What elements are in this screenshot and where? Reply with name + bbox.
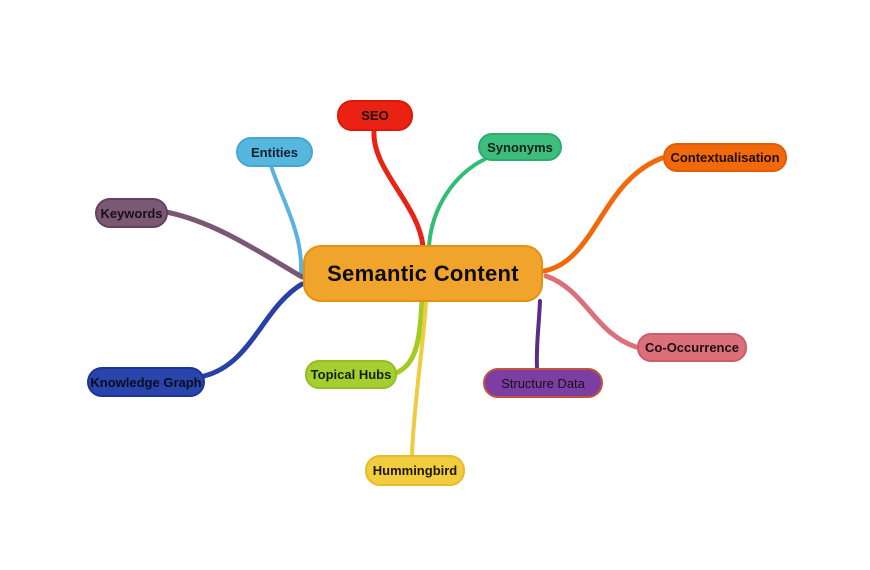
edge-co-occurrence	[543, 273, 639, 350]
node-label: Hummingbird	[372, 463, 458, 478]
node-hummingbird[interactable]: Hummingbird	[365, 455, 465, 486]
node-semantic-content[interactable]: Semantic Content	[303, 245, 543, 302]
node-label: SEO	[361, 108, 389, 123]
edge-seo	[371, 128, 426, 249]
node-structure-data[interactable]: Structure Data	[483, 368, 603, 398]
node-co-occurrence[interactable]: Co-Occurrence	[637, 333, 747, 362]
node-topical-hubs[interactable]: Topical Hubs	[305, 360, 397, 389]
node-knowledge-graph[interactable]: Knowledge Graph	[87, 367, 205, 397]
node-label: Keywords	[100, 205, 163, 221]
node-label: Structure Data	[501, 375, 585, 391]
node-synonyms[interactable]: Synonyms	[478, 133, 562, 161]
node-label: Synonyms	[487, 139, 553, 155]
node-label: Contextualisation	[670, 150, 780, 165]
node-entities[interactable]: Entities	[236, 137, 313, 167]
edge-hummingbird	[410, 299, 428, 456]
node-keywords[interactable]: Keywords	[95, 198, 168, 228]
node-label: Topical Hubs	[310, 367, 392, 382]
edge-knowledge-graph	[201, 281, 305, 379]
edge-synonyms	[427, 157, 487, 248]
node-label: Entities	[251, 144, 298, 160]
edge-contextualisation	[541, 155, 665, 274]
node-seo[interactable]: SEO	[337, 100, 413, 131]
edge-topical-hubs	[393, 298, 425, 376]
edge-keywords	[163, 209, 305, 280]
edge-structure-data	[534, 299, 542, 369]
node-label: Co-Occurrence	[645, 340, 739, 355]
node-label: Knowledge Graph	[90, 374, 202, 390]
edge-entities	[269, 164, 304, 276]
node-contextualisation[interactable]: Contextualisation	[663, 143, 787, 172]
node-label: Semantic Content	[327, 260, 519, 286]
